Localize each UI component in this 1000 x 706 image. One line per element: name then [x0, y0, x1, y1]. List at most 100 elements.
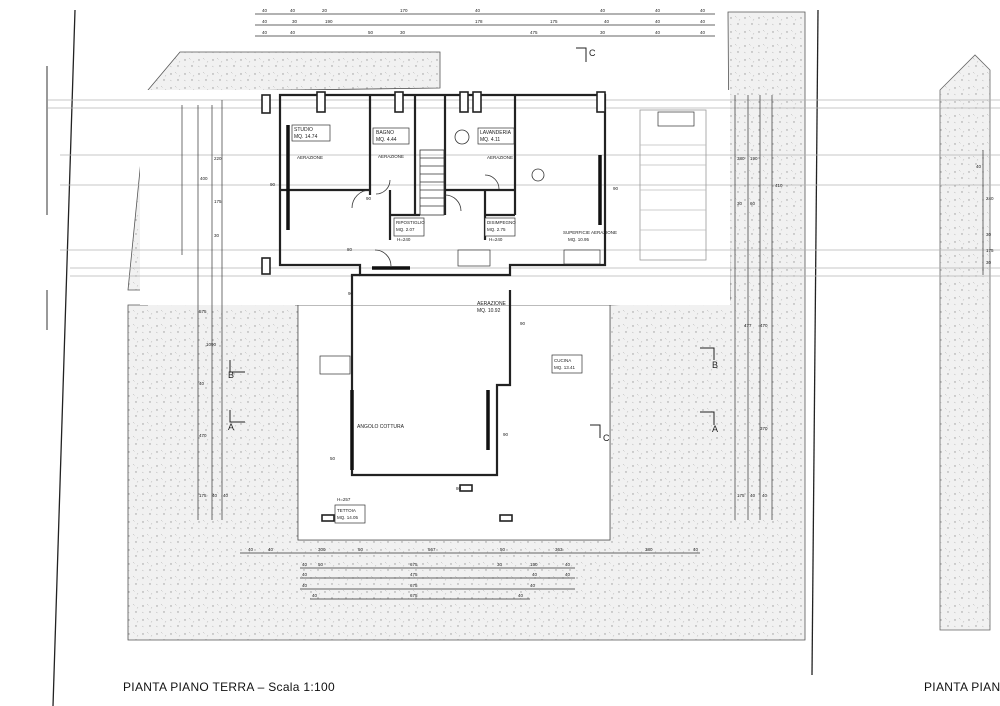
dimension-label: 40 — [262, 30, 268, 35]
dimension-label: 175 — [214, 199, 222, 204]
section-b-label: B — [712, 360, 718, 370]
dimension-label: 40 — [532, 572, 538, 577]
dimension-label: 40 — [700, 30, 706, 35]
dimension-label: 40 — [750, 493, 756, 498]
room-area: MQ. 2.07 — [396, 227, 415, 232]
dimension-label: 50 — [330, 456, 336, 461]
dimension-label: 477 — [744, 323, 752, 328]
dimension-label: 40 — [693, 547, 699, 552]
dimension-label: 50 — [368, 30, 374, 35]
room-name: ANGOLO COTTURA — [357, 424, 405, 430]
section-a-label: A — [228, 422, 234, 432]
dimension-label: 190 — [325, 19, 333, 24]
dimension-label: 40 — [655, 19, 661, 24]
dimension-label: 50 — [358, 547, 364, 552]
dimension-label: 90 — [503, 432, 509, 437]
dimension-label: 400 — [200, 176, 208, 181]
room-area: MQ. 4.44 — [376, 137, 397, 143]
dimension-label: 40 — [262, 19, 268, 24]
dimension-label: 90 — [613, 186, 619, 191]
height-label: H=240 — [489, 237, 503, 242]
guide-lines — [48, 99, 1000, 277]
dimension-label: 40 — [518, 593, 524, 598]
dimension-label: 40 — [212, 493, 218, 498]
dimension-label: 380 — [645, 547, 653, 552]
section-a-label: A — [712, 424, 718, 434]
top-dimensions: 40 40 20 170 40 40 40 40 40 30 190 178 1… — [262, 8, 706, 35]
dimension-label: 240 — [986, 196, 994, 201]
room-labels: STUDIO MQ. 14.74 AERAZIONE BAGNO MQ. 4.4… — [294, 127, 617, 520]
dimension-label: 30 — [986, 260, 992, 265]
dimension-label: 475 — [530, 30, 538, 35]
dimension-label: 175 — [199, 493, 207, 498]
room-area: MQ. 2.75 — [487, 227, 506, 232]
dimension-label: 475 — [410, 572, 418, 577]
dimension-label: 675 — [410, 562, 418, 567]
dimension-label: 40 — [762, 493, 768, 498]
dimension-label: 175 — [737, 493, 745, 498]
dimension-label: 40 — [530, 583, 536, 588]
dimension-label: 40 — [290, 8, 296, 13]
dimension-label: 40 — [268, 547, 274, 552]
garden-area-inner — [148, 305, 295, 540]
dimension-label: 675 — [410, 593, 418, 598]
dimension-label: 40 — [312, 593, 318, 598]
dimension-label: 1090 — [206, 342, 217, 347]
dimension-label: 370 — [760, 426, 768, 431]
dimension-label: 50 — [318, 562, 324, 567]
dimension-label: 30 — [737, 201, 743, 206]
dimension-label: 30 — [292, 19, 298, 24]
section-b-label: B — [228, 370, 234, 380]
dimension-label: 80 — [347, 247, 353, 252]
door-dimensions: 90 90 80 90 90 50 90 80 90 — [270, 182, 619, 491]
dimension-label: 40 — [302, 572, 308, 577]
dimension-label: 40 — [600, 8, 606, 13]
room-area: MQ. 13.41 — [554, 365, 576, 370]
dimension-label: 90 — [270, 182, 276, 187]
drawing-caption-cropped: PIANTA PIAN — [924, 680, 1000, 694]
room-area: MQ. 14.05 — [337, 515, 359, 520]
dimension-label: 40 — [655, 30, 661, 35]
room-name: AERAZIONE — [477, 301, 507, 307]
room-label-boxes — [291, 111, 695, 524]
dimension-label: 60 — [750, 201, 756, 206]
dimension-label: 363 — [555, 547, 563, 552]
room-extra: AERAZIONE — [487, 155, 513, 160]
dimension-label: 40 — [700, 8, 706, 13]
bottom-dimensions: 40 40 300 50 567 50 363 380 40 40 50 675… — [248, 547, 699, 598]
room-name: LAVANDERIA — [480, 130, 512, 136]
parking-ramp — [639, 109, 707, 261]
dimension-label: 150 — [530, 562, 538, 567]
dimension-label: 190 — [750, 156, 758, 161]
dimension-label: 410 — [775, 183, 783, 188]
dimension-label: 300 — [318, 547, 326, 552]
dimension-lines — [181, 13, 984, 600]
room-name: STUDIO — [294, 127, 313, 133]
room-name: TETTOIA — [337, 508, 356, 513]
room-area: MQ. 4.11 — [480, 137, 500, 143]
room-area: MQ. 10.95 — [568, 237, 590, 242]
terrace-paving — [140, 90, 730, 305]
left-dimensions: 220 400 175 30 575 1090 40 470 175 40 40 — [199, 156, 229, 498]
room-name: BAGNO — [376, 130, 394, 136]
dimension-label: 90 — [366, 196, 372, 201]
dimension-label: 30 — [986, 232, 992, 237]
site-boundary-right — [811, 9, 819, 676]
room-name: CUCINA — [554, 358, 571, 363]
dimension-label: 40 — [290, 30, 296, 35]
section-letters: A A B B C C — [228, 48, 718, 443]
dimension-label: 178 — [475, 19, 483, 24]
dimension-label: 575 — [199, 309, 207, 314]
dimension-label: 30 — [497, 562, 503, 567]
staircase — [419, 149, 445, 216]
room-area: MQ. 10.92 — [477, 308, 501, 314]
dimension-label: 567 — [428, 547, 436, 552]
neighbour-lot — [939, 54, 991, 631]
dimension-label: 90 — [348, 291, 354, 296]
room-name: RIPOSTIGLIO — [396, 220, 425, 225]
dimension-label: 40 — [302, 562, 308, 567]
dimension-label: 40 — [655, 8, 661, 13]
dimension-label: 40 — [262, 8, 268, 13]
site-boundary-left — [52, 9, 76, 706]
